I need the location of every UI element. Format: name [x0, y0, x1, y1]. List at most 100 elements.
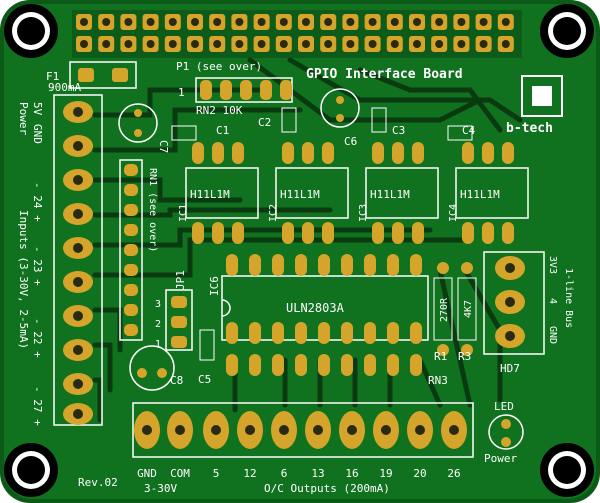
output-number: 16 — [345, 467, 358, 480]
output-number: GND — [137, 467, 157, 480]
logo-text: b-tech — [506, 121, 553, 136]
header-pin — [386, 14, 403, 30]
opto-pad — [192, 222, 204, 244]
rn3-pad — [341, 354, 353, 376]
driver-pad — [295, 322, 307, 344]
capacitor-c8 — [129, 345, 175, 391]
header-pin — [453, 36, 470, 52]
output-number: 6 — [281, 467, 288, 480]
rn3-pad — [318, 354, 330, 376]
header-pin — [409, 14, 425, 30]
rn1-pad — [124, 224, 138, 236]
rn3-pad — [387, 354, 399, 376]
input-terminal — [63, 403, 93, 425]
output-number: 12 — [243, 467, 256, 480]
label-ch24: - 24 + — [31, 182, 44, 222]
label-c1: C1 — [216, 124, 229, 137]
label-opto-1: H11L1M — [190, 188, 230, 201]
header-pin — [497, 14, 514, 30]
header-pin — [275, 14, 292, 30]
driver-pad — [318, 322, 330, 344]
output-terminal — [237, 411, 263, 449]
optocouplers — [185, 167, 529, 219]
rn3-pad — [410, 354, 422, 376]
label-ic1: IC1 — [178, 204, 189, 222]
input-terminal — [63, 271, 93, 293]
label-inputs: Inputs (3-30V, 2-5mA) — [17, 210, 30, 349]
opto-pad — [302, 142, 314, 164]
label-ic2: IC2 — [268, 204, 279, 222]
header-pin — [298, 36, 314, 52]
input-terminal — [63, 373, 93, 395]
rn1-pad — [124, 164, 138, 176]
label-led: LED — [494, 400, 514, 413]
driver-pad — [249, 254, 261, 276]
board-title: GPIO Interface Board — [306, 67, 463, 82]
label-hd7: HD7 — [500, 362, 520, 375]
output-number: 26 — [447, 467, 460, 480]
label-ic3: IC3 — [358, 204, 369, 222]
output-terminal — [305, 411, 331, 449]
rn3-pad — [249, 354, 261, 376]
opto-pad — [372, 142, 384, 164]
label-bus-4: 4 — [547, 298, 558, 304]
header-pin — [342, 14, 359, 30]
label-c7: C7 — [157, 140, 170, 153]
driver-pad — [318, 254, 330, 276]
label-revision: Rev.02 — [78, 476, 118, 489]
label-jp-1: 1 — [155, 339, 161, 350]
label-c2: C2 — [258, 116, 271, 129]
header-pin — [120, 14, 137, 30]
label-ch27: - 27 + — [31, 386, 44, 426]
opto-pad — [392, 142, 404, 164]
header-pin — [187, 36, 203, 52]
rn1-pad — [124, 264, 138, 276]
output-terminal — [167, 411, 193, 449]
driver-pad — [387, 254, 399, 276]
opto-pad — [412, 142, 424, 164]
label-c6: C6 — [344, 135, 357, 148]
input-terminal — [63, 101, 93, 123]
opto-pad — [482, 142, 494, 164]
input-terminal — [63, 169, 93, 191]
output-terminal-block — [132, 402, 474, 458]
driver-pad — [341, 322, 353, 344]
logo-chip — [521, 75, 563, 117]
header-pin — [320, 14, 337, 30]
header-pins — [76, 14, 514, 52]
header-pin — [209, 14, 226, 30]
opto-pad — [322, 142, 334, 164]
label-r3: R3 — [458, 350, 471, 363]
header-pin — [76, 14, 92, 30]
output-terminal — [134, 411, 160, 449]
driver-pad — [272, 322, 284, 344]
rn3-pad — [364, 354, 376, 376]
opto-pad — [322, 222, 334, 244]
rn1-pad — [124, 184, 138, 196]
opto-pad — [462, 142, 474, 164]
output-number: 19 — [379, 467, 392, 480]
label-jp-2: 2 — [155, 319, 161, 330]
header-pin — [76, 36, 92, 52]
header-pin — [187, 14, 203, 30]
driver-pad — [410, 254, 422, 276]
label-outputs: O/C Outputs (200mA) — [264, 482, 390, 495]
opto-pad — [282, 142, 294, 164]
driver-pad — [364, 322, 376, 344]
header-pin — [231, 14, 248, 30]
label-range: 3-30V — [144, 482, 177, 495]
opto-pad — [212, 222, 224, 244]
output-terminal — [407, 411, 433, 449]
label-5v: 5V — [31, 102, 44, 116]
label-opto-4: H11L1M — [460, 188, 500, 201]
opto-pad — [232, 142, 244, 164]
output-terminal — [441, 411, 467, 449]
rn1-pad — [124, 284, 138, 296]
header-pin — [98, 36, 115, 52]
label-opto-3: H11L1M — [370, 188, 410, 201]
label-bus-title: 1-line Bus — [563, 268, 574, 328]
label-f1: F1 — [46, 70, 59, 83]
label-c3: C3 — [392, 124, 405, 137]
